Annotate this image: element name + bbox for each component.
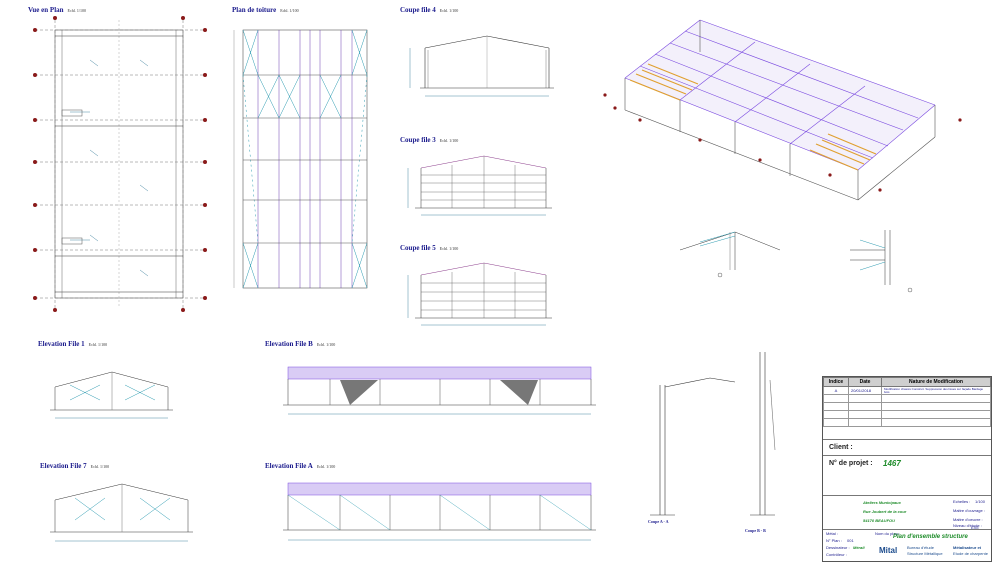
company-line2: Rue Joubert de la cour [863, 509, 907, 514]
drafter-value: Mérali [853, 545, 865, 550]
company-line1: Ateliers Municipaux [863, 500, 901, 505]
rev-header-indice: Indice [823, 377, 849, 387]
elevation-7 [50, 483, 193, 542]
study-level-value: EXE [971, 525, 980, 530]
project-number: 1467 [883, 459, 901, 468]
section-5 [407, 262, 552, 326]
architect-label: Maitre d'oeuvre : [953, 517, 983, 522]
project-label: N° de projet : [829, 460, 873, 467]
roof-plan [233, 29, 368, 289]
plan-number-label: N° Plan : [826, 538, 842, 543]
sectionBB-title: Coupe B - B [745, 528, 766, 533]
section-3 [407, 155, 552, 216]
revision-table: Indice Date Nature de Modification A 20/… [823, 377, 991, 427]
sections-AA-BB [650, 352, 776, 516]
elevation-A [283, 482, 596, 541]
plan-number-value: 001 [847, 538, 854, 543]
rev-indice: A [823, 386, 849, 395]
isometric-3d-view [603, 19, 962, 201]
scale-label: Echelles : [953, 499, 971, 504]
client-row: Client : [823, 439, 991, 456]
study-level-label: Niveau d'étude : [953, 523, 982, 528]
plan-view [33, 16, 207, 312]
bureau-line2: Structure Métallique [907, 551, 943, 556]
rev-nature: Modification chassis Construit. Suppress… [881, 386, 991, 395]
company-logo: Mital [879, 546, 898, 555]
address-row: Ateliers Municipaux Rue Joubert de la co… [823, 495, 991, 530]
company-line3: 54170 BEAUFOU [863, 518, 896, 523]
plan-title-value: Plan d'ensemble structure [893, 534, 968, 540]
rev-header-nature: Nature de Modification [881, 377, 991, 387]
project-row: N° de projet : 1467 [823, 455, 991, 474]
sectionAA-title: Coupe A - A [648, 519, 669, 524]
elevation-B [283, 366, 596, 415]
controller-label: Contrôleur : [826, 552, 847, 557]
scale-value: 1/100 [975, 499, 986, 504]
connection-details [679, 230, 913, 293]
drafter-label: Dessinateur : [826, 545, 850, 550]
rev-header-date: Date [848, 377, 882, 387]
metal-company-line2: Etude de charpente [953, 551, 988, 556]
plan-name-label: Nom du plan : [875, 531, 900, 536]
metal-label: Métal : [826, 531, 839, 536]
client-label: Client : [829, 444, 853, 451]
owner-label: Maitre d'ouvrage : [953, 508, 985, 513]
plan-info-row: Métal : Nom du plan : Plan d'ensemble st… [823, 525, 991, 561]
title-block: Indice Date Nature de Modification A 20/… [822, 376, 992, 562]
bureau-line1: Bureau d'étude [907, 545, 935, 550]
rev-date: 20/01/2018 [848, 386, 882, 395]
elevation-1 [50, 371, 173, 419]
section-4 [409, 35, 554, 97]
metal-company-line1: Métalisateur et [953, 545, 982, 550]
